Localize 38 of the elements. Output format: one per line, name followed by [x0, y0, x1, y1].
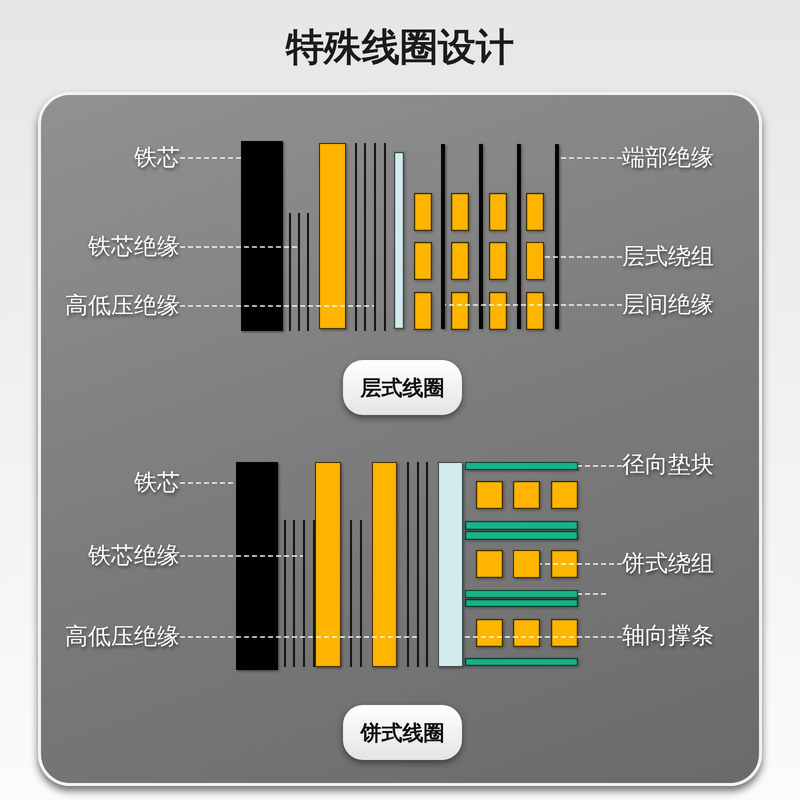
- insulation-strip: [438, 462, 463, 667]
- diagram-title: 特殊线圈设计: [284, 24, 515, 71]
- callout-label: 饼式绕组: [622, 550, 714, 578]
- winding-bar: [315, 462, 341, 667]
- caption-pill: 层式线圈: [343, 360, 462, 415]
- winding-block: [526, 242, 544, 280]
- leader-line: [559, 157, 622, 159]
- insulation-line: [298, 213, 300, 331]
- insulation-line: [303, 520, 305, 667]
- insulation-line: [417, 462, 419, 667]
- callout-label: 端部绝缘: [622, 144, 714, 172]
- leader-line: [544, 256, 622, 258]
- callout-label: 高低压绝缘: [65, 292, 180, 320]
- leader-line: [463, 636, 622, 638]
- iron-core-block: [236, 462, 278, 670]
- spacer-bar: [465, 590, 578, 598]
- leader-line: [540, 563, 622, 565]
- callout-label: 铁芯: [134, 469, 180, 497]
- callout-label: 高低压绝缘: [65, 623, 180, 651]
- spacer-bar: [465, 462, 578, 470]
- leader-line: [180, 157, 241, 159]
- callout-label: 径向垫块: [622, 451, 714, 479]
- callout-label: 铁芯绝缘: [88, 542, 180, 570]
- iron-core-block: [241, 141, 283, 331]
- callout-label: 轴向撑条: [622, 622, 714, 650]
- winding-bar: [372, 462, 397, 667]
- winding-block: [513, 550, 540, 578]
- leader-line: [578, 465, 622, 467]
- callout-label: 层间绝缘: [622, 291, 714, 319]
- callout-label: 铁芯绝缘: [88, 233, 180, 261]
- callout-label: 铁芯: [134, 144, 180, 172]
- leader-line: [445, 304, 622, 306]
- leader-line: [180, 482, 236, 484]
- insulation-line: [374, 143, 376, 331]
- winding-bar: [319, 143, 346, 329]
- caption-pill: 饼式线圈: [343, 705, 462, 760]
- callout-label: 层式绕组: [622, 243, 714, 271]
- leader-line: [578, 593, 606, 595]
